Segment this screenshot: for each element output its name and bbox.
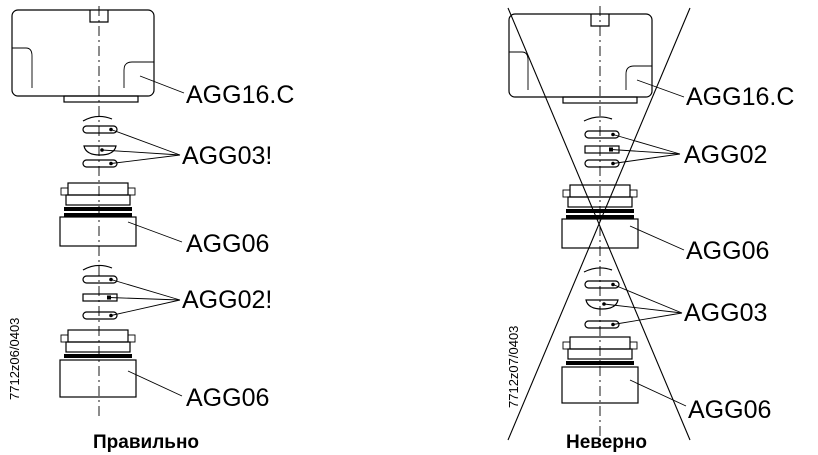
label-washers-1-left: AGG03! bbox=[182, 142, 272, 170]
correct-assembly: AGG16.C AGG03! AGG06 AGG02! AGG06 7712z0… bbox=[7, 6, 294, 453]
label-washers-2-right: AGG03 bbox=[684, 299, 767, 327]
label-cover-left: AGG16.C bbox=[186, 81, 294, 109]
body-part-bottom bbox=[59, 329, 137, 398]
label-washers-1-right: AGG02 bbox=[684, 141, 767, 169]
drawing-code-right: 7712z07/0403 bbox=[506, 326, 521, 408]
caption-incorrect: Неверно bbox=[566, 432, 647, 453]
leader-lines bbox=[101, 75, 185, 397]
washer-set-2 bbox=[82, 264, 118, 320]
label-cover-right: AGG16.C bbox=[686, 83, 794, 111]
label-body-bottom-right: AGG06 bbox=[688, 396, 771, 424]
washer-set-1 bbox=[82, 115, 118, 168]
washer-set-1-right bbox=[583, 116, 620, 168]
body-part-bottom-right bbox=[561, 336, 639, 404]
cover-part-right bbox=[508, 13, 653, 104]
washer-set-2-right bbox=[583, 267, 620, 329]
drawing-code-left: 7712z06/0403 bbox=[7, 318, 22, 400]
body-part-mid-right bbox=[561, 184, 639, 249]
leader-lines-right bbox=[603, 79, 687, 407]
label-body-mid-left: AGG06 bbox=[186, 230, 269, 258]
incorrect-assembly: AGG16.C AGG02 AGG06 AGG03 AGG06 7712z07/… bbox=[506, 6, 794, 453]
label-body-mid-right: AGG06 bbox=[686, 237, 769, 265]
label-washers-2-left: AGG02! bbox=[182, 286, 272, 314]
body-part-mid bbox=[59, 182, 137, 247]
caption-correct: Правильно bbox=[93, 432, 199, 453]
cross-out-mark bbox=[507, 7, 691, 441]
cover-part bbox=[11, 9, 155, 103]
label-body-bottom-left: AGG06 bbox=[186, 384, 269, 412]
